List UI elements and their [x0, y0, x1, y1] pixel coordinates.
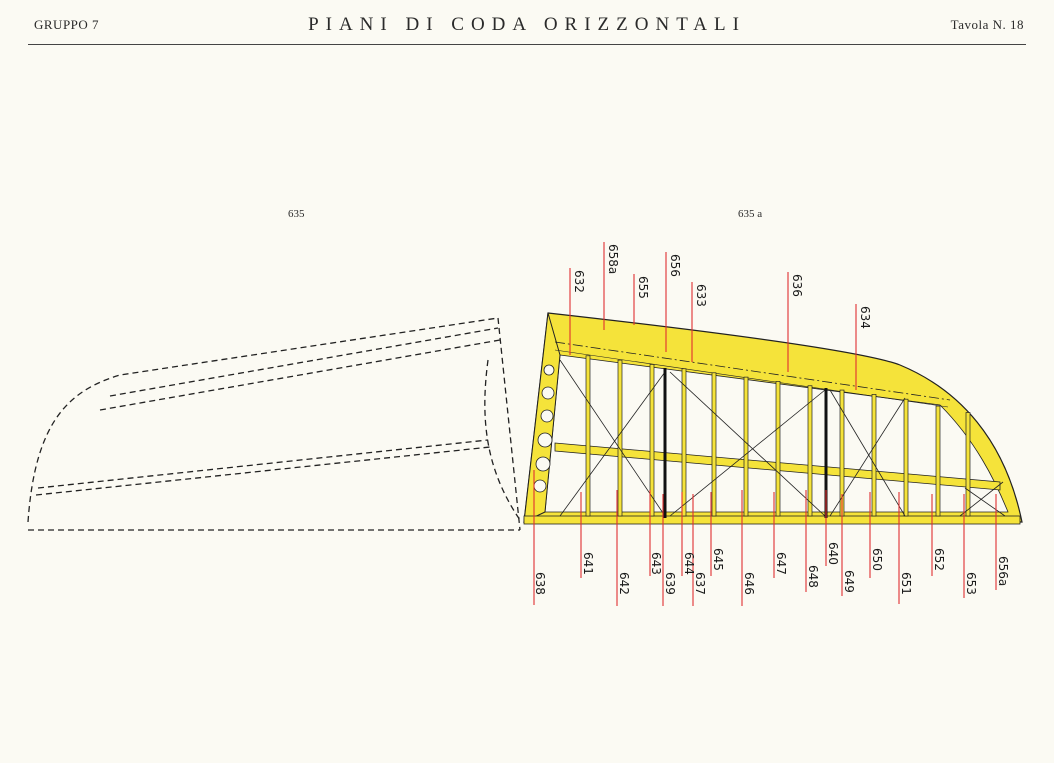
stabilizer-frame: [523, 312, 1023, 525]
plate-header: GRUPPO 7 PIANI DI CODA ORIZZONTALI Tavol…: [0, 0, 1054, 46]
trailing-spar: [523, 515, 1021, 525]
outline-root-rib: [484, 359, 521, 521]
plate-number: Tavola N. 18: [950, 17, 1024, 32]
view-label-635a: 635 a: [738, 208, 763, 220]
lightening-holes: [533, 364, 555, 493]
view-label-635: 635: [288, 208, 305, 220]
outline-spar-upper: [99, 339, 501, 411]
rib-5: [711, 372, 717, 517]
callout-bottom-10: 648: [806, 565, 820, 588]
rib-13: [965, 412, 971, 517]
rib-1: [585, 355, 591, 517]
cross-bracing: [559, 359, 1006, 517]
callout-bottom-17: 656a: [996, 556, 1010, 586]
callout-top-1: 658a: [606, 244, 620, 274]
rib-12: [935, 405, 941, 517]
callout-bottom-6: 637: [693, 572, 707, 595]
callout-bottom-4: 639: [663, 572, 677, 595]
outline-tip-edge: [497, 317, 521, 531]
callout-top-2: 655: [636, 276, 650, 299]
callout-bottom-8: 646: [742, 572, 756, 595]
callout-bottom-3: 643: [649, 552, 663, 575]
outline-spar-upper-2: [109, 327, 499, 397]
plate-title: PIANI DI CODA ORIZZONTALI: [308, 14, 746, 35]
callout-bottom-13: 650: [870, 548, 884, 571]
callout-bottom-0: 638: [533, 572, 547, 595]
rib-3: [649, 364, 655, 517]
callout-bottom-15: 652: [932, 548, 946, 571]
rib-10: [871, 394, 877, 517]
outline-spar-lower: [35, 446, 491, 496]
callout-top-4: 633: [694, 284, 708, 307]
rib-6: [743, 376, 749, 517]
callout-bottom-1: 641: [581, 552, 595, 575]
callout-bottom-5: 644: [682, 552, 696, 575]
callout-top-5: 636: [790, 274, 804, 297]
outline-spar-lower-2: [37, 439, 489, 489]
covered-stabilizer-outline: [27, 317, 521, 531]
callout-top-6: 634: [858, 306, 872, 329]
callout-bottom-11: 640: [826, 542, 840, 565]
callout-bottom-7: 645: [711, 548, 725, 571]
rib-7: [775, 381, 781, 517]
rib-8: [807, 385, 813, 517]
rib-11: [903, 398, 909, 517]
rib-2: [617, 359, 623, 517]
callout-bottom-9: 647: [774, 552, 788, 575]
group-label: GRUPPO 7: [34, 17, 100, 32]
leading-spar-line-2: [554, 349, 949, 408]
header-rule: [28, 44, 1026, 45]
callout-bottom-12: 649: [842, 570, 856, 593]
leading-spar-line: [554, 341, 951, 401]
callout-top-3: 656: [668, 254, 682, 277]
rib-4: [681, 368, 687, 517]
callout-top-0: 632: [572, 270, 586, 293]
callout-bottom-14: 651: [899, 572, 913, 595]
ribs: [585, 355, 971, 517]
callout-leaders: [533, 242, 997, 606]
outline-leading-edge: [27, 317, 499, 523]
callout-bottom-16: 653: [964, 572, 978, 595]
callout-bottom-2: 642: [617, 572, 631, 595]
